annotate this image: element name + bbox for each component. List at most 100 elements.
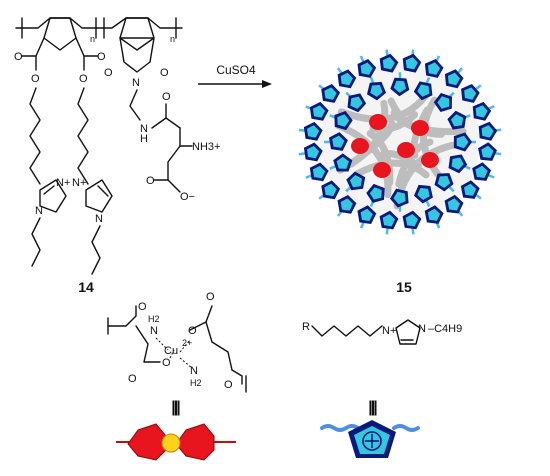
imidazolium-unit	[318, 84, 340, 103]
imidazolium-unit	[478, 142, 502, 161]
atom-nh3-1: NH3+	[192, 141, 220, 153]
imidazolium-unit	[424, 55, 444, 78]
atom-o-11: O	[162, 357, 171, 369]
copper-complex-core	[351, 138, 369, 154]
imidazolium-unit	[402, 210, 422, 235]
imidazolium-unit	[460, 180, 482, 200]
cu-charge: 2+	[182, 338, 192, 348]
imidazolium-unit	[305, 162, 329, 182]
reaction-arrow	[198, 80, 272, 88]
atom-n-1: N	[35, 205, 43, 217]
imidazolium-chain-structure: R N+ N –C4H9	[302, 319, 462, 345]
copper-complex-core	[421, 152, 439, 168]
copper-complex-core	[411, 120, 429, 136]
subscript-n-2: n	[170, 34, 175, 44]
imidazolium-model	[320, 420, 420, 458]
atom-n-7: N	[418, 323, 426, 335]
cu-complex-structure: O H2 N O O Cu 2+ O O N H2 O	[107, 291, 247, 393]
imidazolium-unit	[461, 84, 482, 103]
copper-complex-core	[373, 162, 391, 178]
imidazolium-unit	[444, 67, 464, 89]
imidazolium-shell	[298, 49, 502, 235]
imidazolium-unit	[444, 194, 464, 217]
atom-h2-1: H2	[148, 314, 160, 324]
imidazolium-unit	[298, 121, 323, 141]
compound-label-right: 15	[396, 279, 412, 295]
backbone-segment	[366, 130, 394, 187]
imidazolium-unit	[357, 55, 377, 78]
atom-o-7: O	[162, 91, 171, 103]
equivalence-symbol-right: |||	[368, 399, 377, 416]
imidazolium-unit	[345, 91, 367, 113]
atom-ominus-1: O−	[180, 191, 195, 203]
atom-n-6: N	[190, 365, 198, 377]
atom-o-13: O	[188, 325, 197, 337]
imidazolium-unit	[366, 183, 385, 207]
atom-n-2: N	[95, 213, 103, 225]
nanoparticle-15	[298, 49, 502, 235]
compound-label-left: 14	[78, 279, 94, 295]
imidazolium-unit	[434, 173, 455, 193]
equivalence-symbol-left: |||	[171, 399, 180, 416]
atom-o-3: O	[97, 51, 106, 63]
imidazolium-unit	[453, 132, 476, 152]
atom-h-1: H	[140, 133, 148, 145]
imidazolium-unit	[472, 162, 495, 181]
imidazolium-unit	[367, 77, 386, 101]
cu-complex-model	[116, 423, 236, 461]
atom-o-9: O	[138, 301, 147, 313]
imidazolium-unit	[402, 49, 422, 73]
backbone-segment	[347, 99, 389, 168]
c4h9-group: –C4H9	[428, 323, 462, 335]
atom-o-2: O	[31, 73, 40, 85]
copper-complex-cores	[351, 114, 439, 178]
atom-nplus-3: N+	[382, 325, 396, 337]
imidazolium-unit	[324, 132, 348, 151]
imidazolium-unit	[433, 91, 455, 112]
imidazolium-unit	[318, 180, 341, 200]
backbone-segment	[337, 92, 430, 123]
imidazolium-unit	[472, 101, 495, 121]
atom-o-4: O	[79, 73, 88, 85]
imidazolium-unit	[390, 72, 410, 97]
copper-complex-core	[369, 114, 387, 130]
atom-o-10: O	[128, 373, 137, 385]
imidazolium-unit	[424, 205, 444, 229]
atom-nplus-1: N+	[56, 177, 70, 189]
imidazolium-unit	[336, 195, 357, 217]
imidazolium-unit	[298, 142, 323, 162]
atom-n-4: N	[140, 123, 148, 135]
imidazolium-unit	[379, 210, 399, 235]
copper-complex-core	[397, 142, 415, 158]
atom-o-1: O	[14, 51, 23, 63]
atom-n-5: N	[150, 325, 158, 337]
imidazolium-unit	[329, 153, 353, 172]
backbone-segment	[354, 159, 430, 179]
atom-n-3: N	[132, 77, 140, 89]
imidazolium-unit	[305, 101, 329, 121]
atom-o-14: O	[224, 379, 233, 391]
imidazolium-unit	[345, 171, 366, 193]
atom-h2-2: H2	[190, 378, 202, 388]
atom-o-6: O	[160, 67, 169, 79]
atom-o-5: O	[104, 67, 113, 79]
imidazolium-unit	[448, 154, 471, 174]
reagent-label: CuSO4	[216, 63, 256, 77]
subscript-n-1: n	[90, 34, 95, 44]
polymer-structure-14: n n O O O O N+ N N+ N O O	[14, 17, 220, 275]
atom-o-8: O	[146, 175, 155, 187]
imidazolium-unit	[329, 111, 353, 131]
imidazolium-unit	[390, 188, 409, 212]
imidazolium-unit	[414, 184, 433, 207]
imidazolium-unit	[357, 205, 377, 229]
imidazolium-unit	[478, 121, 502, 141]
atom-nplus-2: N+	[72, 177, 86, 189]
imidazolium-unit	[379, 49, 399, 73]
imidazolium-unit	[336, 67, 357, 89]
imidazolium-unit	[413, 77, 433, 101]
atom-cu: Cu	[164, 345, 178, 357]
imidazolium-unit	[447, 110, 471, 130]
atom-r: R	[302, 321, 310, 333]
